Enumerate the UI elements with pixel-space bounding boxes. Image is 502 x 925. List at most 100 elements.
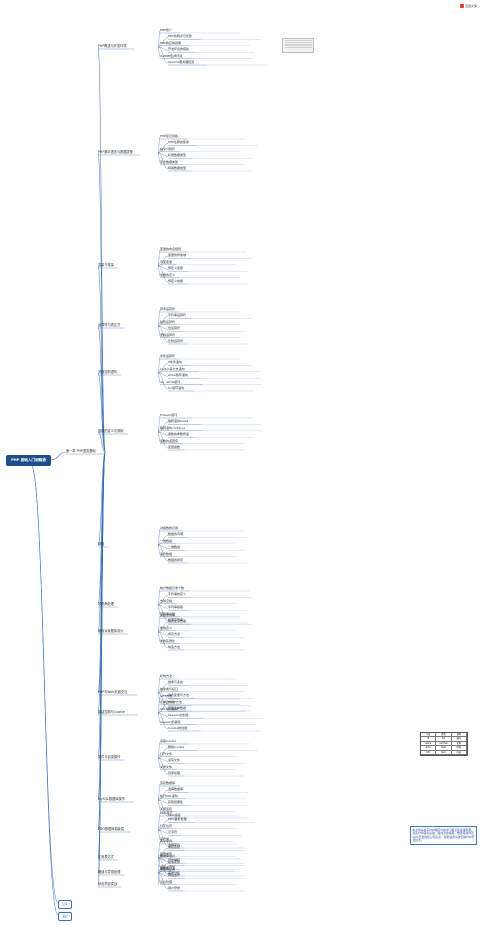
leaf-46[interactable]: 字符串比较 — [160, 611, 176, 616]
leaf-63[interactable]: Session的创建 — [168, 713, 189, 718]
leaf-30[interactable]: foreach循环 — [160, 413, 178, 417]
leaf-86[interactable]: 错误类型 — [160, 851, 173, 856]
leaf-67[interactable]: 删除Cookie — [168, 745, 185, 750]
leaf-80[interactable]: 行定位符 — [160, 823, 173, 828]
leaf-19[interactable]: 字符串运算符 — [168, 313, 187, 318]
leaf-38[interactable]: 一维数组 — [160, 538, 173, 543]
leaf-7[interactable]: PHP注释的使用 — [168, 140, 189, 145]
branch-10[interactable]: PHP与Web页面交互 — [98, 690, 128, 694]
leaf-0[interactable]: PHP简介 — [160, 28, 172, 32]
leaf-3[interactable]: 开发环境的搭建 — [168, 47, 190, 52]
leaf-29[interactable]: for循环语句 — [168, 386, 185, 390]
leaf-32[interactable]: 跳转语句continue — [160, 425, 186, 430]
branch-15[interactable]: 正则表达式 — [98, 855, 114, 859]
leaf-81[interactable]: 元字符 — [168, 830, 178, 835]
leaf-6[interactable]: PHP标记风格 — [160, 134, 178, 138]
end-node-2[interactable]: 总结 — [58, 912, 72, 921]
leaf-20[interactable]: 赋值运算符 — [160, 319, 176, 324]
leaf-2[interactable]: PHP的应用领域 — [160, 40, 181, 45]
leaf-16[interactable]: 常量的定义 — [160, 272, 176, 277]
leaf-82[interactable]: 字符类 — [160, 836, 170, 841]
leaf-64[interactable]: Session的销毁 — [160, 719, 181, 724]
leaf-12[interactable]: 变量的命名规则 — [160, 247, 182, 251]
leaf-83[interactable]: 选择字符 — [168, 843, 181, 847]
leaf-78[interactable]: PDO执行 — [160, 811, 173, 815]
leaf-35[interactable]: 变量函数 — [168, 445, 181, 449]
leaf-25[interactable]: if条件语句 — [168, 360, 182, 365]
leaf-40[interactable]: 遍历数组 — [160, 551, 173, 556]
branch-12[interactable]: 文件与目录操作 — [98, 755, 121, 759]
leaf-39[interactable]: 二维数组 — [168, 545, 181, 550]
leaf-33[interactable]: 函数的参数传递 — [168, 432, 190, 437]
leaf-87[interactable]: 异常捕获 — [168, 858, 181, 863]
branch-chapter[interactable]: 第一章 PHP语言基础 — [66, 449, 96, 453]
branch-17[interactable]: 综合项目实战 — [98, 882, 118, 886]
leaf-1[interactable]: PHP的特点与优势 — [168, 34, 192, 39]
branch-13[interactable]: MySQL数据库操作 — [98, 797, 125, 801]
leaf-71[interactable]: 目录处理 — [168, 771, 181, 775]
leaf-31[interactable]: 跳转语句break — [168, 419, 189, 424]
leaf-23[interactable]: 比较运算符 — [168, 339, 184, 343]
leaf-5[interactable]: Apache服务器配置 — [168, 60, 195, 64]
branch-7[interactable]: 数组 — [98, 542, 105, 546]
leaf-43[interactable]: 字符串的定义 — [168, 592, 187, 597]
leaf-53[interactable]: 构造方法 — [168, 645, 181, 649]
leaf-60[interactable]: GET方法 — [160, 694, 173, 698]
leaf-17[interactable]: 预定义常量 — [168, 279, 184, 283]
branch-2[interactable]: PHP基本语法与数据类型 — [98, 150, 133, 154]
leaf-55[interactable]: 继承与多态 — [168, 680, 184, 685]
leaf-75[interactable]: 获取结果集 — [168, 800, 184, 805]
leaf-48[interactable]: 替换字符串 — [160, 613, 176, 617]
leaf-59[interactable]: 获取表单数据 — [168, 706, 187, 710]
leaf-36[interactable]: 对函数的引用 — [160, 526, 179, 530]
leaf-34[interactable]: 函数的返回值 — [160, 438, 179, 443]
leaf-18[interactable]: 算术运算符 — [160, 307, 176, 311]
leaf-11[interactable]: 特殊数据类型 — [168, 166, 187, 170]
branch-9[interactable]: 面向对象程序设计 — [98, 629, 124, 633]
leaf-52[interactable]: 类的实例化 — [160, 638, 176, 643]
leaf-88[interactable]: 自定义异常 — [160, 864, 176, 869]
leaf-47[interactable]: 检索字符串 — [168, 618, 184, 622]
leaf-27[interactable]: while循环语句 — [168, 373, 188, 378]
leaf-74[interactable]: 执行SQL语句 — [160, 793, 178, 798]
leaf-37[interactable]: 数组的声明 — [168, 532, 184, 537]
leaf-13[interactable]: 变量的作用域 — [168, 253, 187, 258]
leaf-68[interactable]: 打开文件 — [160, 751, 173, 756]
leaf-91[interactable]: 模块实现 — [168, 860, 181, 865]
leaf-14[interactable]: 可变变量 — [160, 259, 173, 264]
branch-4[interactable]: 运算符与表达式 — [98, 323, 121, 327]
leaf-93[interactable]: 网站发布 — [168, 873, 181, 878]
leaf-72[interactable]: 连接数据库 — [160, 781, 176, 785]
leaf-15[interactable]: 预定义变量 — [168, 266, 184, 271]
leaf-96[interactable]: 留言板 — [160, 866, 170, 870]
leaf-85[interactable]: 重复匹配 — [168, 845, 181, 850]
leaf-56[interactable]: 抽象类与接口 — [160, 686, 179, 691]
leaf-62[interactable]: URL编码解码 — [160, 706, 178, 711]
leaf-90[interactable]: 数据库设计 — [160, 854, 176, 858]
leaf-44[interactable]: 去除空格 — [160, 598, 173, 603]
leaf-79[interactable]: PDO事务处理 — [168, 817, 187, 822]
leaf-51[interactable]: 成员方法 — [168, 632, 181, 637]
branch-1[interactable]: PHP概述与开发环境 — [98, 44, 127, 48]
leaf-9[interactable]: 标量数据类型 — [168, 153, 187, 158]
leaf-54[interactable]: 析构方法 — [160, 674, 173, 678]
branch-3[interactable]: 变量与常量 — [98, 263, 114, 267]
leaf-70[interactable]: 关闭文件 — [160, 764, 173, 769]
leaf-65[interactable]: Cookie的创建 — [168, 726, 188, 730]
leaf-89[interactable]: 需求分析 — [168, 871, 181, 875]
leaf-58[interactable]: 表单的创建 — [160, 699, 176, 704]
branch-11[interactable]: 会话控制与Cookie — [98, 710, 125, 714]
leaf-41[interactable]: 数组的排序 — [168, 558, 184, 562]
leaf-69[interactable]: 读写文件 — [168, 758, 181, 763]
root-topic[interactable]: PHP 基础入门到精通 — [6, 455, 51, 466]
leaf-61[interactable]: POST方法 — [168, 700, 182, 705]
leaf-49[interactable]: 格式化字符串 — [168, 619, 187, 624]
leaf-26[interactable]: switch多分支语句 — [160, 366, 185, 371]
leaf-22[interactable]: 逻辑运算符 — [160, 332, 176, 337]
branch-16[interactable]: 错误与异常处理 — [98, 870, 121, 874]
branch-14[interactable]: PDO数据库抽象层 — [98, 827, 125, 831]
leaf-66[interactable]: 读取Cookie — [160, 739, 177, 743]
leaf-45[interactable]: 字符串截取 — [168, 605, 184, 610]
leaf-24[interactable]: 条件运算符 — [160, 354, 176, 358]
leaf-42[interactable]: 统计数组元素个数 — [160, 586, 185, 590]
